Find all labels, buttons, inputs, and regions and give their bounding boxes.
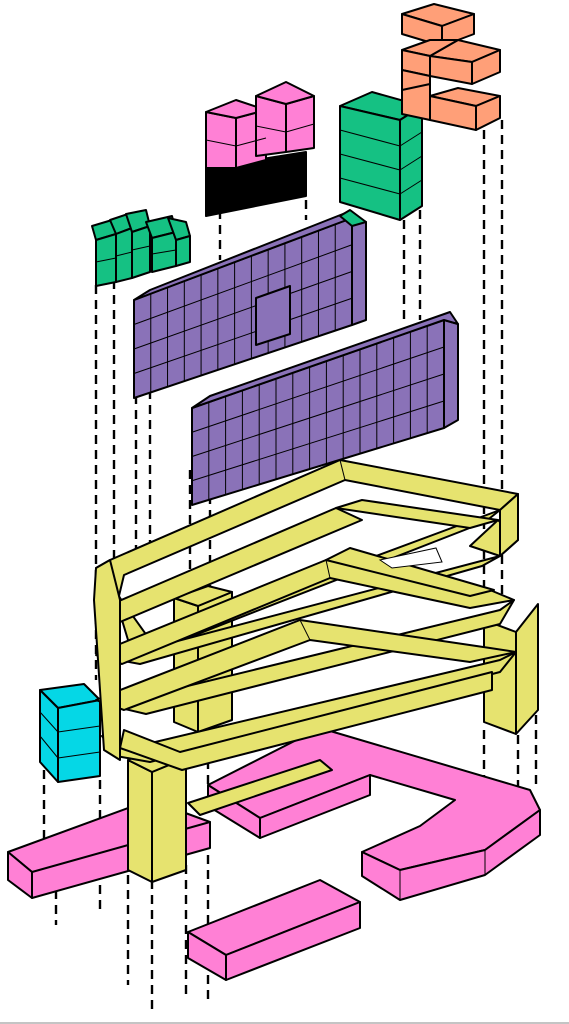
pink-bar-bottom-side [225,901,361,981]
cyan-block [39,683,101,783]
orange-block-cluster [401,3,501,131]
purple-recessed-panel [255,285,291,346]
pink-block-left-front [205,111,237,169]
cyan-block-side [57,699,101,783]
purple-slab-lower-grid [191,325,445,500]
small-green-cluster [91,209,191,287]
ramp-highlight [378,547,443,569]
grid-line [191,346,445,433]
pink-plate-inner-edge [259,774,371,839]
grid-line [133,297,353,374]
pink-black-block [205,81,315,217]
yellow-ramp-frames [93,459,519,771]
ramp-upright-left [93,559,121,761]
grid-line [133,244,353,325]
yellow-column-front-front [127,759,153,883]
grid-line [191,373,445,457]
yellow-strip-on-plate [187,759,333,816]
projection-lines [42,120,538,1015]
pink-block-right-side [285,95,315,153]
yellow-column-right-side [515,603,539,735]
yellow-column-front-side [151,757,187,883]
ramp-frame-4-b [101,651,517,763]
purple-grid-slab-upper [133,209,367,399]
purple-grid-slab-lower [191,311,459,506]
pink-block-right-top [255,81,315,105]
green-tower-block [339,91,423,221]
ramp-frame-3-c [325,547,495,597]
purple-slab-upper-side [351,217,367,326]
pink-block-right-front [255,95,287,157]
purple-slab-lower-side [443,319,459,429]
grid-line [191,400,445,482]
grid-line [133,271,353,350]
green-corner-accent [339,209,367,227]
purple-slab-lower-top [191,311,459,409]
pink-plate-front [361,809,541,901]
green-tower-front [339,105,401,221]
ramp-upright-right [499,493,519,557]
